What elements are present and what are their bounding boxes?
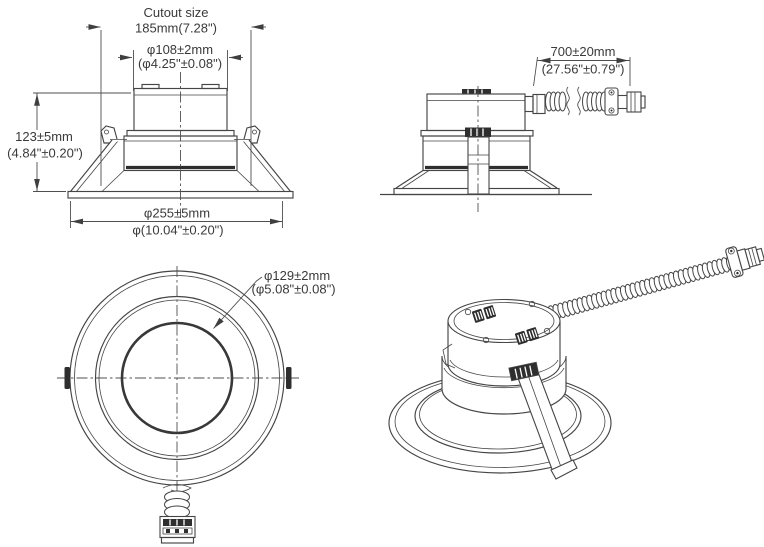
dim-aperture-diameter: φ129±2mm (φ5.08"±0.08") [213, 268, 336, 329]
iso-spring-clip-strap [508, 361, 578, 480]
tail-connector [159, 515, 196, 544]
spring-clip-left [100, 125, 118, 144]
side-view-fixture [67, 72, 294, 218]
dim-conduit-in: (27.56"±0.79") [542, 62, 625, 77]
dim-cutout-label: Cutout size [143, 5, 208, 20]
dim-conduit-mm: 700±20mm [551, 44, 616, 59]
side-view: Cutout size 185mm(7.28") φ108±2mm (φ4.25… [7, 5, 294, 238]
dim-height-in: (4.84"±0.20") [7, 146, 83, 161]
terminal-block-2 [514, 327, 540, 345]
lens-aperture-circle [120, 321, 234, 435]
spring-clip-right [243, 125, 261, 144]
trim-inner-circle [94, 295, 260, 461]
dim-body-dia-in: (φ4.25"±0.08") [138, 56, 222, 71]
isometric-view [388, 246, 764, 480]
conduit-tail [159, 484, 196, 544]
dim-trim-diameter: φ255±5mm φ(10.04"±0.20") [70, 201, 283, 238]
conduit-nut [532, 93, 546, 115]
conduit-view: 700±20mm (27.56"±0.79") [380, 44, 646, 212]
driver-housing [426, 93, 526, 132]
conduit-view-fixture [393, 86, 560, 212]
strap-tip [550, 459, 578, 480]
dim-trim-dia-mm: φ255±5mm [144, 206, 210, 221]
conduit-fitting [524, 95, 534, 113]
clip-slot-right [286, 367, 292, 389]
iso-driver-housing [447, 298, 561, 387]
iso-top-details [442, 300, 551, 369]
clip-slot-left [64, 367, 70, 389]
top-tab [462, 89, 491, 95]
dim-height: 123±5mm (4.84"±0.20") [7, 92, 131, 192]
top-tab-right [201, 83, 220, 90]
iso-flexible-conduit [546, 255, 737, 322]
iso-side-clip-left [442, 343, 456, 369]
dim-height-mm: 123±5mm [15, 129, 73, 144]
dim-trim-dia-in: φ(10.04"±0.20") [132, 223, 223, 238]
dim-conduit-length: 700±20mm (27.56"±0.79") [533, 44, 631, 87]
top-tab-left [141, 83, 160, 90]
flexible-conduit [545, 86, 646, 116]
dim-cutout-value: 185mm(7.28") [135, 21, 217, 36]
terminal-block-1 [471, 305, 497, 323]
dim-body-dia-mm: φ108±2mm [147, 42, 213, 57]
dim-aperture-in: (φ5.08"±0.08") [252, 282, 336, 297]
iso-conduit-connector [725, 246, 764, 278]
front-view: φ129±2mm (φ5.08"±0.08") [57, 266, 336, 544]
dim-cutout: Cutout size 185mm(7.28") [86, 5, 266, 186]
dim-aperture-mm: φ129±2mm [264, 268, 330, 283]
dim-body-diameter: φ108±2mm (φ4.25"±0.08") [118, 42, 243, 91]
break-symbol [566, 86, 570, 116]
conduit-connector [604, 87, 646, 116]
